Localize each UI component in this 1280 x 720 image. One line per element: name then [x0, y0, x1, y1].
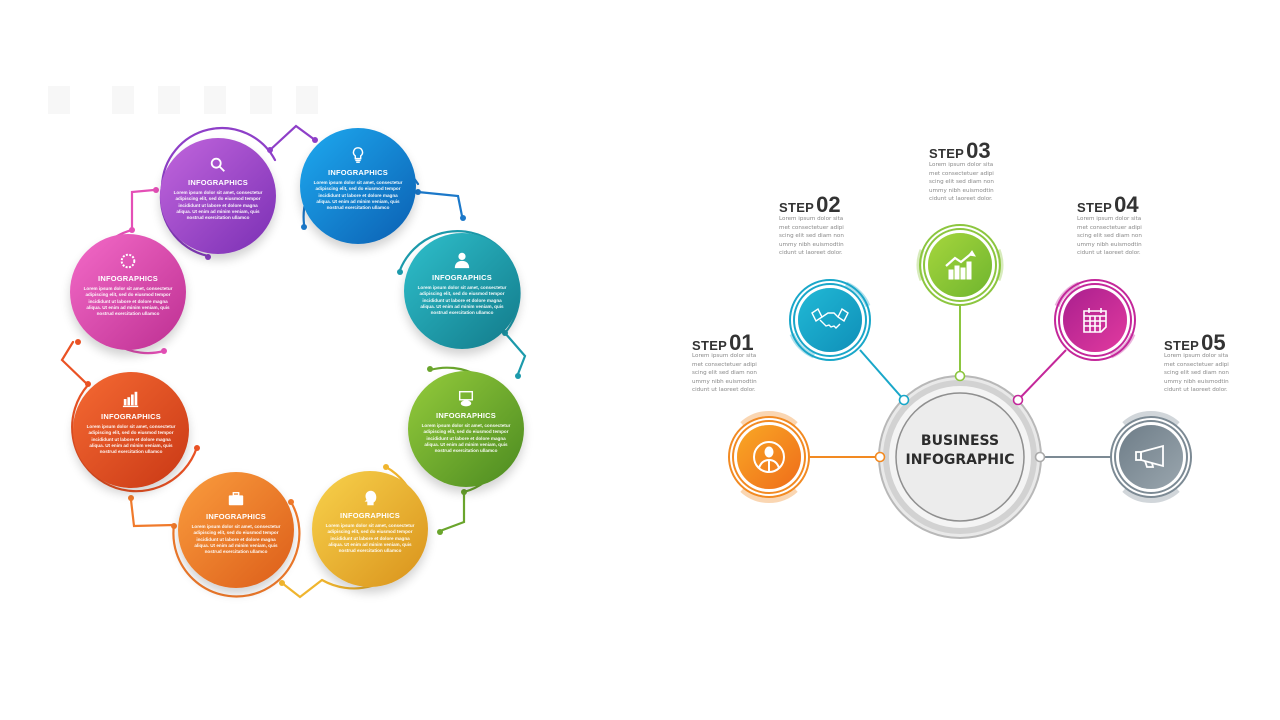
step-prefix: STEP [779, 200, 815, 215]
step-05-node [1119, 425, 1183, 489]
node-title: INFOGRAPHICS [101, 412, 161, 421]
center-title: BUSINESS INFOGRAPHIC [900, 432, 1020, 470]
step-05-label: STEP05 [1164, 330, 1226, 356]
megaphone-icon [1135, 444, 1164, 468]
step-number: 02 [816, 192, 841, 217]
ring-node-blue: INFOGRAPHICS Lorem ipsum dolor sit amet,… [300, 128, 416, 244]
node-body: Lorem ipsum dolor sit amet, consectetur … [417, 285, 507, 316]
bar-chart-icon [122, 391, 139, 408]
growth-chart-icon [945, 250, 976, 280]
node-body: Lorem ipsum dolor sit amet, consectetur … [191, 524, 281, 555]
ring-node-green: INFOGRAPHICS Lorem ipsum dolor sit amet,… [408, 371, 524, 487]
lightbulb-icon [352, 147, 364, 163]
step-05-text: Lorem ipsum dolor sita met consectetuer … [1164, 353, 1229, 394]
step-04-text: Lorem ipsum dolor sita met consectetuer … [1077, 216, 1142, 257]
step-03-label: STEP03 [929, 138, 991, 164]
node-body: Lorem ipsum dolor sit amet, consectetur … [83, 286, 173, 317]
step-02-text: Lorem ipsum dolor sita met consectetuer … [779, 216, 844, 257]
step-02-label: STEP02 [779, 192, 841, 218]
step-04-node [1063, 288, 1127, 352]
node-title: INFOGRAPHICS [340, 511, 400, 520]
step-03-node [928, 233, 992, 297]
user-icon [454, 252, 470, 269]
ring-node-purple: INFOGRAPHICS Lorem ipsum dolor sit amet,… [160, 138, 276, 254]
node-body: Lorem ipsum dolor sit amet, consectetur … [421, 423, 511, 454]
step-04-label: STEP04 [1077, 192, 1139, 218]
node-title: INFOGRAPHICS [188, 178, 248, 187]
step-01-label: STEP01 [692, 330, 754, 356]
node-body: Lorem ipsum dolor sit amet, consectetur … [325, 523, 415, 554]
node-title: INFOGRAPHICS [98, 274, 158, 283]
step-number: 05 [1201, 330, 1226, 355]
step-number: 04 [1114, 192, 1139, 217]
briefcase-icon [228, 492, 244, 506]
node-title: INFOGRAPHICS [328, 168, 388, 177]
ring-node-teal: INFOGRAPHICS Lorem ipsum dolor sit amet,… [404, 233, 520, 349]
node-title: INFOGRAPHICS [436, 411, 496, 420]
handshake-icon [811, 307, 849, 329]
ring-node-orange: INFOGRAPHICS Lorem ipsum dolor sit amet,… [178, 472, 294, 588]
watermark-block [204, 86, 226, 114]
node-title: INFOGRAPHICS [206, 512, 266, 521]
step-prefix: STEP [1164, 338, 1200, 353]
step-03-text: Lorem ipsum dolor sita met consectetuer … [929, 162, 994, 203]
step-01-text: Lorem ipsum dolor sita met consectetuer … [692, 353, 757, 394]
computer-icon [458, 390, 474, 407]
step-02-node [798, 288, 862, 352]
step-prefix: STEP [929, 146, 965, 161]
head-icon [364, 490, 377, 506]
ring-node-red: INFOGRAPHICS Lorem ipsum dolor sit amet,… [73, 372, 189, 488]
step-prefix: STEP [692, 338, 728, 353]
node-title: INFOGRAPHICS [432, 273, 492, 282]
center-title-line1: BUSINESS [920, 433, 1000, 449]
step-number: 03 [966, 138, 991, 163]
calendar-icon [1083, 308, 1107, 333]
node-body: Lorem ipsum dolor sit amet, consectetur … [173, 190, 263, 221]
businessman-icon [753, 441, 785, 473]
ring-node-pink: INFOGRAPHICS Lorem ipsum dolor sit amet,… [70, 234, 186, 350]
step-01-node [737, 425, 801, 489]
watermark-block [158, 86, 180, 114]
node-body: Lorem ipsum dolor sit amet, consectetur … [313, 180, 403, 211]
search-icon [210, 157, 225, 172]
watermark-block [250, 86, 272, 114]
ring-node-yellow: INFOGRAPHICS Lorem ipsum dolor sit amet,… [312, 471, 428, 587]
watermark-block [48, 86, 70, 114]
step-prefix: STEP [1077, 200, 1113, 215]
center-title-line2: INFOGRAPHIC [905, 452, 1015, 468]
node-body: Lorem ipsum dolor sit amet, consectetur … [86, 424, 176, 455]
gear-icon [120, 253, 136, 269]
watermark-block [296, 86, 318, 114]
step-number: 01 [729, 330, 754, 355]
watermark-block [112, 86, 134, 114]
